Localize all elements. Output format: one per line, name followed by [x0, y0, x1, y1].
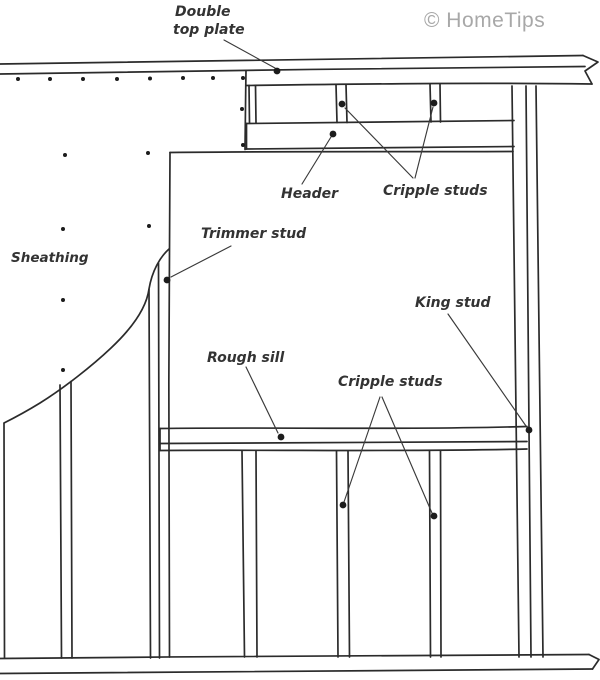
leader-cripple-upper-right — [414, 106, 434, 179]
nail-dot — [147, 224, 151, 228]
sill-bottom-edge — [159, 448, 528, 452]
leader-header — [301, 136, 332, 185]
king-stud — [511, 85, 544, 658]
nail-dot — [241, 76, 245, 80]
trimmer-stud-left-edge — [148, 288, 152, 659]
nail-dot — [240, 107, 244, 111]
label-cripple-studs-lower: Cripple studs — [338, 374, 443, 390]
bottom-plate-bottom-edge — [0, 668, 594, 675]
nail-dot — [63, 153, 67, 157]
bottom-plate-top-edge — [0, 653, 590, 660]
label-header: Header — [281, 186, 339, 202]
label-rough-sill: Rough sill — [207, 350, 284, 366]
leader-rough-sill — [245, 366, 279, 434]
leader-trimmer-stud — [170, 245, 232, 278]
rough-opening — [167, 150, 514, 658]
top-plate-mid-line — [0, 65, 586, 75]
leader-double-top-plate — [223, 39, 276, 69]
leader-lines — [170, 39, 527, 514]
nail-dot — [61, 298, 65, 302]
sill-top-edge — [159, 425, 528, 430]
anchor-dot-cripple-lower-left — [339, 501, 347, 509]
anchor-dot-cripple-upper-right — [430, 99, 438, 107]
nail-dot — [81, 77, 85, 81]
lower-cripple-studs — [241, 450, 442, 658]
top-plate-bottom-edge — [245, 82, 593, 87]
nail-dot — [48, 77, 52, 81]
left-stud-edge — [59, 384, 63, 659]
lower-cripple-stud — [255, 450, 258, 658]
upper-cripple-studs — [248, 83, 442, 124]
nail-dot — [148, 76, 152, 81]
lower-cripple-stud — [439, 450, 442, 658]
nail-dot — [241, 143, 245, 147]
nail-dot — [146, 151, 150, 155]
leader-cripple-lower-right — [381, 396, 433, 514]
label-cripple-studs-upper: Cripple studs — [383, 183, 488, 199]
anchor-dot-cripple-upper-left — [338, 100, 346, 108]
left-wall-studs — [3, 262, 161, 659]
leader-cripple-upper-left — [344, 107, 414, 179]
label-king-stud: King stud — [415, 295, 492, 311]
hometips-watermark: © HomeTips — [424, 9, 545, 32]
bottom-plate-end-cap — [588, 653, 600, 670]
label-double-top-plate-line1: Double — [175, 4, 231, 20]
top-plate-end-cap — [582, 54, 599, 85]
nail-dot — [61, 368, 65, 372]
sill-mid-line — [159, 440, 528, 445]
label-sheathing: Sheathing — [11, 250, 89, 266]
anchor-dot-double-top-plate — [273, 67, 281, 75]
lower-cripple-stud — [347, 450, 351, 658]
nail-dot — [211, 76, 215, 80]
leader-king-stud — [447, 313, 527, 427]
trimmer-stud-mid-line — [157, 262, 161, 659]
nail-dot — [16, 77, 20, 81]
lower-cripple-stud — [335, 450, 339, 658]
opening-top-edge — [169, 150, 514, 154]
label-trimmer-stud: Trimmer stud — [201, 226, 307, 242]
upper-cripple-stud — [439, 83, 442, 123]
upper-cripple-stud — [335, 83, 338, 124]
left-stud-edge — [70, 380, 73, 659]
end-stud-line — [535, 85, 544, 658]
opening-left-edge-trimmer-right — [167, 151, 171, 658]
king-stud-left-edge — [511, 85, 520, 658]
anchor-dot-rough-sill — [277, 433, 285, 441]
header-top-edge — [245, 119, 515, 125]
nail-dot — [61, 227, 65, 231]
upper-cripple-stud — [248, 84, 251, 124]
sheathing-panel — [3, 69, 247, 424]
king-stud-right-edge — [525, 85, 532, 658]
bottom-plate — [0, 653, 600, 675]
leader-anchor-dots — [163, 67, 533, 520]
anchor-dot-header — [329, 130, 337, 138]
leader-cripple-lower-left — [343, 396, 381, 503]
nail-dot — [181, 76, 185, 80]
wall-left-edge-stud — [3, 422, 6, 659]
lower-cripple-stud — [428, 450, 432, 658]
sheathing-nail-dots — [16, 76, 245, 372]
anchor-dot-trimmer-stud — [163, 276, 171, 284]
diagram-labels: Double top plate Header Cripple studs Sh… — [11, 4, 492, 390]
upper-cripple-stud — [345, 83, 348, 124]
label-double-top-plate-line2: top plate — [173, 22, 245, 38]
sheathing-torn-edge — [3, 248, 170, 424]
rough-sill-board — [159, 425, 528, 452]
anchor-dot-cripple-lower-right — [430, 512, 438, 520]
anchor-dot-king-stud — [525, 426, 533, 434]
upper-cripple-stud — [254, 84, 257, 124]
sheathing-right-edge — [244, 69, 247, 151]
nail-dot — [115, 77, 119, 81]
lower-cripple-stud — [241, 450, 246, 658]
